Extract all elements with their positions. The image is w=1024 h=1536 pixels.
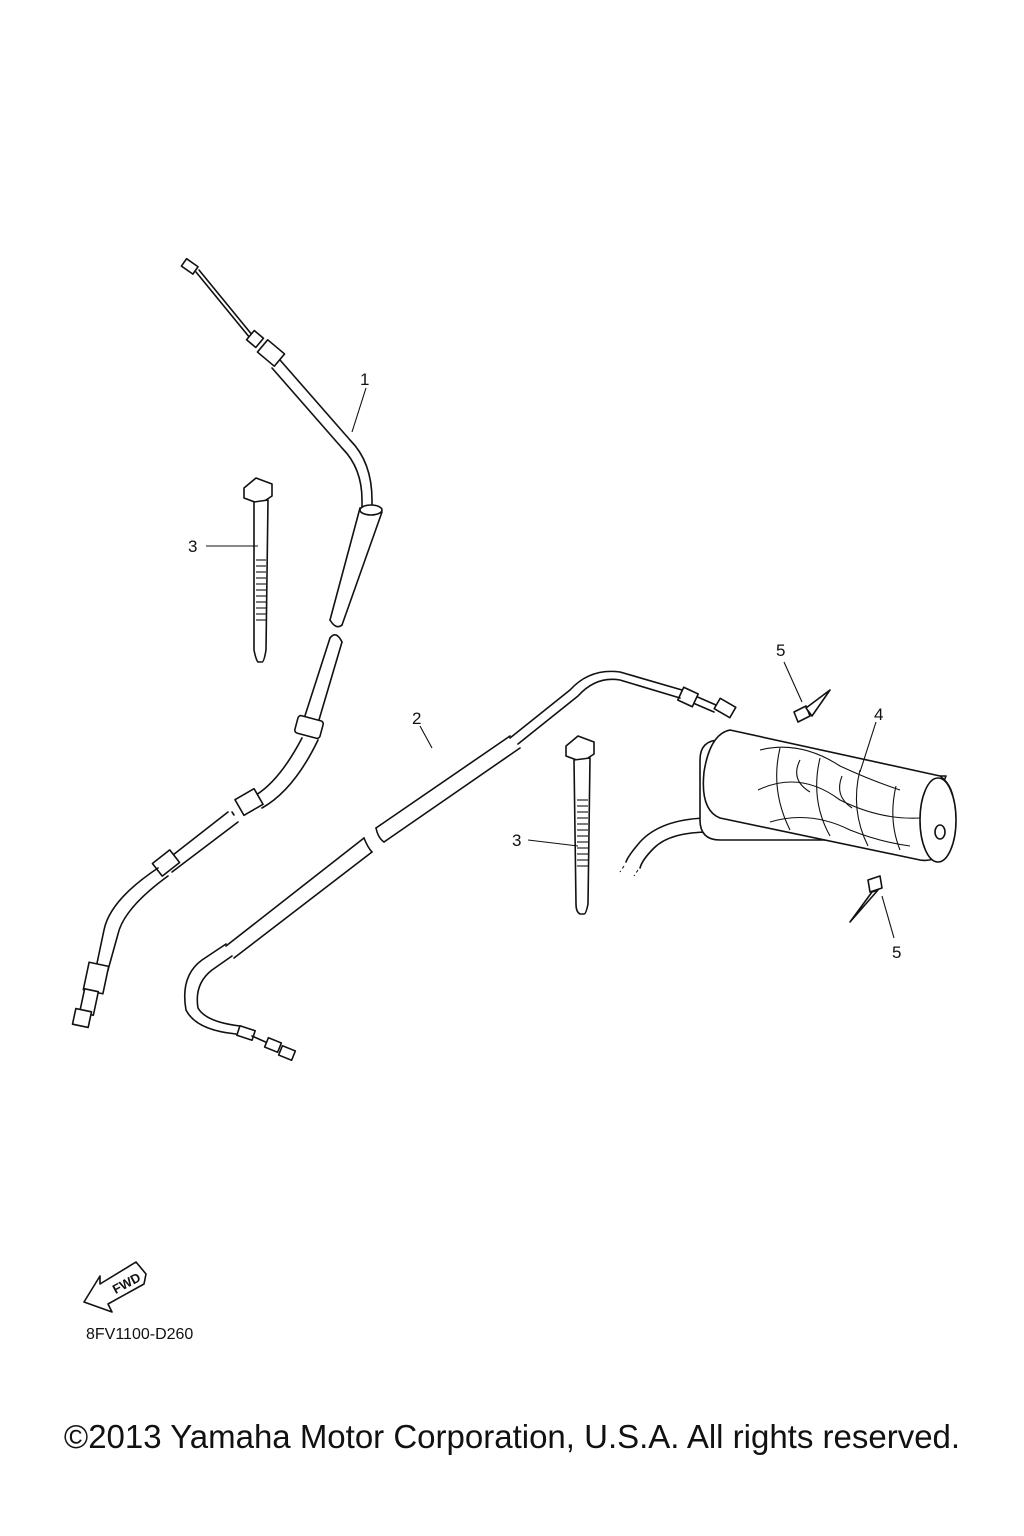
callout-1: 1	[360, 370, 369, 389]
diagram-code: 8FV1100-D260	[86, 1326, 193, 1343]
fwd-arrow-icon: FWD	[83, 1261, 147, 1313]
throttle-cable-2	[183, 670, 737, 1062]
cable-tie-left	[243, 477, 273, 663]
callout-4: 4	[874, 705, 883, 724]
throttle-cable-1	[71, 257, 383, 1029]
callout-5-lower: 5	[892, 943, 901, 962]
callout-2: 2	[412, 709, 421, 728]
callout-3-left: 3	[188, 537, 197, 556]
callout-3-middle: 3	[512, 831, 521, 850]
screw-lower	[849, 875, 883, 923]
heated-grip	[619, 729, 957, 877]
screw-upper	[793, 689, 831, 723]
callout-5-upper: 5	[776, 641, 785, 660]
copyright-notice: ©2013 Yamaha Motor Corporation, U.S.A. A…	[63, 1418, 961, 1455]
callout-leaders	[206, 387, 895, 939]
cable-tie-middle	[565, 735, 595, 915]
